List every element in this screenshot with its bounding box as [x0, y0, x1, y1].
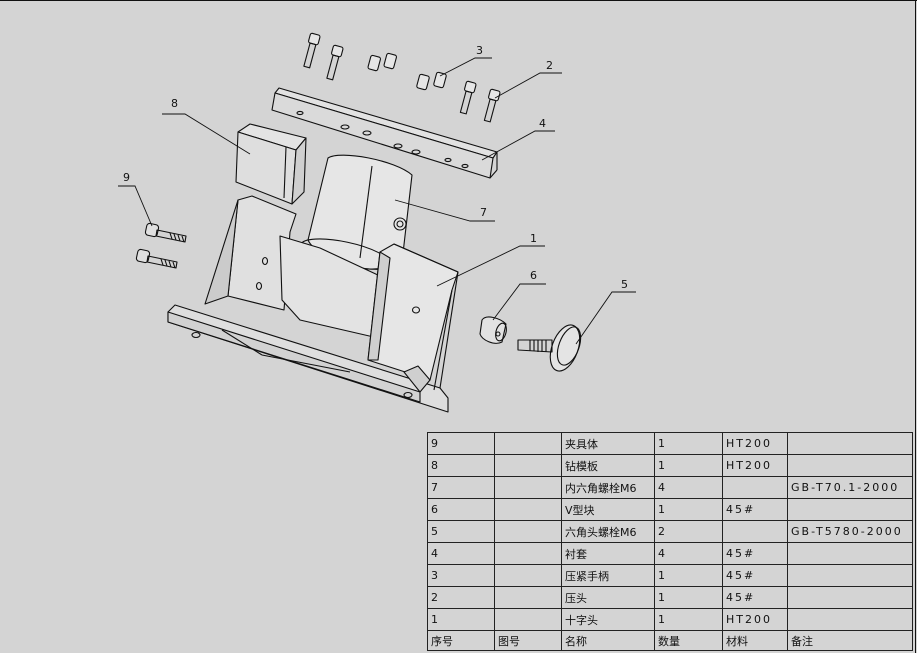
bom-row: 4 衬套 4 45#	[427, 542, 913, 565]
bom-cell-material	[722, 476, 788, 499]
part-v-block	[479, 316, 507, 344]
part-drill-plate-block	[235, 123, 307, 205]
bom-cell-drawing-no	[494, 586, 562, 609]
bom-cell-name: 十字头	[561, 608, 655, 631]
balloon-7: 7	[480, 206, 487, 219]
bom-cell-no: 2	[427, 586, 495, 609]
part-top-fasteners	[303, 32, 501, 123]
bom-cell-name: 钻模板	[561, 454, 655, 477]
bom-cell-name: 压紧手柄	[561, 564, 655, 587]
bom-header-drawing-no: 图号	[494, 630, 562, 651]
bom-cell-drawing-no	[494, 476, 562, 499]
bom-cell-drawing-no	[494, 454, 562, 477]
bom-cell-drawing-no	[494, 432, 562, 455]
bom-cell-qty: 2	[654, 520, 723, 543]
bom-cell-qty: 4	[654, 476, 723, 499]
bom-cell-no: 6	[427, 498, 495, 521]
bom-cell-material: 45#	[722, 586, 788, 609]
bom-header-row: 序号 图号 名称 数量 材料 备注	[427, 630, 913, 651]
bom-cell-remark	[787, 454, 913, 477]
bom-cell-qty: 1	[654, 586, 723, 609]
bom-row: 2 压头 1 45#	[427, 586, 913, 609]
bom-cell-drawing-no	[494, 520, 562, 543]
bom-header-remark: 备注	[787, 630, 913, 651]
bom-cell-remark	[787, 564, 913, 587]
bom-cell-name: 压头	[561, 586, 655, 609]
balloon-8: 8	[171, 97, 178, 110]
bom-cell-material: 45#	[722, 564, 788, 587]
bom-cell-name: V型块	[561, 498, 655, 521]
bom-cell-qty: 1	[654, 564, 723, 587]
bom-cell-name: 衬套	[561, 542, 655, 565]
bom-cell-qty: 1	[654, 454, 723, 477]
balloon-2: 2	[546, 59, 553, 72]
bom-cell-no: 4	[427, 542, 495, 565]
bom-cell-no: 1	[427, 608, 495, 631]
bom-header-material: 材料	[722, 630, 788, 651]
bom-cell-drawing-no	[494, 564, 562, 587]
bom-cell-material	[722, 520, 788, 543]
bom-cell-remark	[787, 498, 913, 521]
bom-cell-no: 9	[427, 432, 495, 455]
part-main-body	[167, 195, 459, 413]
bom-cell-material: HT200	[722, 432, 788, 455]
bom-cell-material: 45#	[722, 498, 788, 521]
bom-cell-no: 8	[427, 454, 495, 477]
part-outlines	[135, 32, 582, 413]
bom-row: 1 十字头 1 HT200	[427, 608, 913, 631]
bom-row: 7 内六角螺栓M6 4 GB-T70.1-2000	[427, 476, 913, 499]
balloon-5: 5	[621, 278, 628, 291]
bom-cell-remark	[787, 586, 913, 609]
bom-cell-material: HT200	[722, 454, 788, 477]
bom-row: 9 夹具体 1 HT200	[427, 432, 913, 455]
balloon-3: 3	[476, 44, 483, 57]
bom-row: 8 钻模板 1 HT200	[427, 454, 913, 477]
bom-cell-no: 5	[427, 520, 495, 543]
balloon-1: 1	[530, 232, 537, 245]
bom-cell-name: 内六角螺栓M6	[561, 476, 655, 499]
bom-cell-drawing-no	[494, 608, 562, 631]
part-screws-left	[135, 222, 187, 269]
part-clamp-screw	[517, 324, 582, 372]
bom-cell-drawing-no	[494, 542, 562, 565]
bom-cell-qty: 1	[654, 608, 723, 631]
balloon-4: 4	[539, 117, 546, 130]
bom-cell-remark	[787, 542, 913, 565]
bom-cell-material: 45#	[722, 542, 788, 565]
bom-row: 3 压紧手柄 1 45#	[427, 564, 913, 587]
bom-cell-remark: GB-T70.1-2000	[787, 476, 913, 499]
bom-header-qty: 数量	[654, 630, 723, 651]
balloon-9: 9	[123, 171, 130, 184]
bom-header-no: 序号	[427, 630, 495, 651]
balloon-6: 6	[530, 269, 537, 282]
bom-cell-qty: 1	[654, 498, 723, 521]
part-plate	[271, 87, 498, 179]
balloon-labels: 1 2 3 4 5 6 7 8 9	[123, 44, 628, 291]
bill-of-materials-table: 9 夹具体 1 HT200 8 钻模板 1 HT200 7 内六角螺栓M6 4 …	[427, 432, 913, 651]
bom-cell-qty: 4	[654, 542, 723, 565]
bom-cell-drawing-no	[494, 498, 562, 521]
bom-cell-remark: GB-T5780-2000	[787, 520, 913, 543]
bom-cell-no: 7	[427, 476, 495, 499]
bom-cell-name: 夹具体	[561, 432, 655, 455]
bom-cell-remark	[787, 608, 913, 631]
bom-cell-name: 六角头螺栓M6	[561, 520, 655, 543]
bom-cell-qty: 1	[654, 432, 723, 455]
bom-cell-material: HT200	[722, 608, 788, 631]
leader-lines	[118, 57, 636, 345]
bom-header-name: 名称	[561, 630, 655, 651]
bom-cell-no: 3	[427, 564, 495, 587]
bom-row: 5 六角头螺栓M6 2 GB-T5780-2000	[427, 520, 913, 543]
bom-row: 6 V型块 1 45#	[427, 498, 913, 521]
bom-cell-remark	[787, 432, 913, 455]
